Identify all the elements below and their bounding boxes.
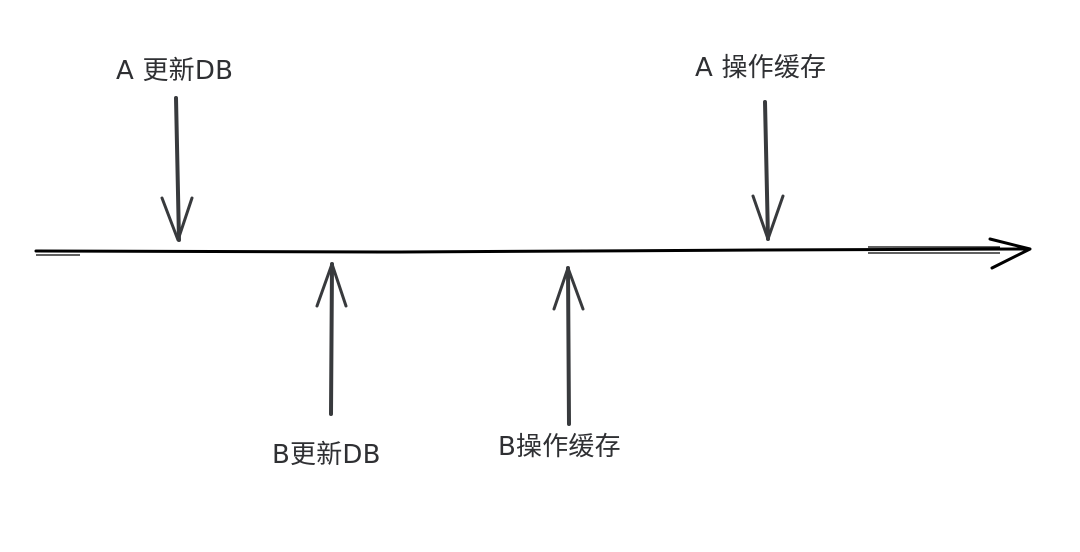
timeline-axis — [34, 246, 1030, 256]
event-label-a-cache-op: A 操作缓存 — [695, 53, 827, 83]
timeline-arrowhead-icon — [988, 237, 1032, 270]
event-label-a-update-db: A 更新DB — [116, 56, 234, 86]
event-label-b-cache-op: B操作缓存 — [498, 432, 621, 462]
arrow-down-icon — [751, 100, 785, 241]
arrow-down-icon — [160, 96, 194, 242]
arrow-up-icon — [315, 262, 348, 416]
arrow-up-icon — [552, 266, 585, 426]
event-label-b-update-db: B更新DB — [272, 440, 381, 470]
